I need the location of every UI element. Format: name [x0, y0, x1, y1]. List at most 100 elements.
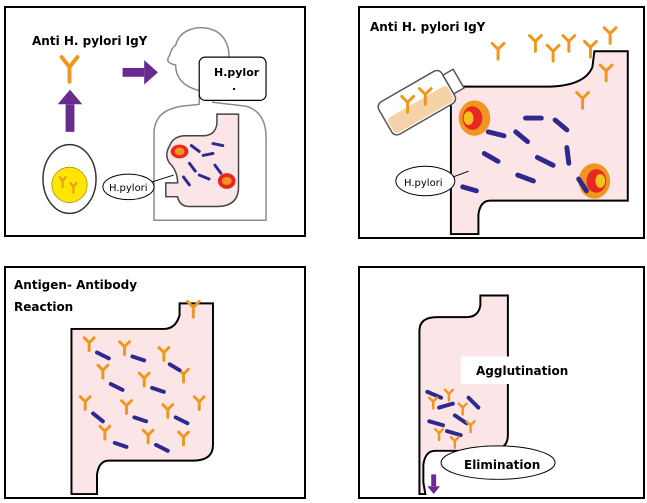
bacterium — [515, 172, 536, 184]
bacterium — [130, 354, 147, 363]
antibody-icon — [161, 403, 175, 419]
h-pylori-label: H.pylori — [109, 183, 148, 194]
bacterium — [425, 389, 444, 400]
infection-spot-icon — [170, 144, 236, 189]
antibody-icon — [457, 402, 468, 416]
bacterium — [173, 415, 190, 426]
antibody-icon — [400, 94, 416, 114]
bacterium — [513, 129, 531, 145]
bacterium — [197, 173, 211, 181]
bacterium — [167, 362, 182, 373]
bacterium — [485, 129, 507, 139]
antibody-icon — [192, 395, 206, 412]
antibody-icon — [98, 424, 112, 441]
antibody-icon — [417, 87, 433, 106]
infection-spot-icon — [458, 100, 611, 199]
agglutinated-cluster — [425, 388, 481, 450]
antibody-icon — [157, 346, 171, 362]
panel2-title: Anti H. pylori IgY — [370, 20, 486, 34]
antibody-icon — [141, 428, 155, 445]
bacterium — [108, 382, 125, 392]
panel2-illustration — [377, 26, 629, 236]
antibody-icon — [598, 63, 614, 83]
h-pylori-callout — [395, 165, 456, 197]
antibody-icon — [449, 435, 460, 450]
stomach-icon — [70, 302, 214, 496]
antibody-icon — [96, 363, 110, 380]
bacterium — [452, 413, 469, 426]
down-arrow-icon — [427, 474, 441, 495]
bacterium — [466, 395, 481, 410]
antibody-icon — [433, 427, 445, 442]
antibody-icon — [490, 41, 506, 61]
up-arrow-icon — [57, 89, 83, 132]
bacterium — [552, 117, 570, 133]
bacterium — [112, 440, 129, 449]
antibody-icon — [120, 399, 133, 415]
bacterium — [576, 176, 589, 194]
antibody-icon — [545, 43, 561, 63]
bacterium — [437, 401, 455, 410]
speech-text-line2: . — [232, 80, 237, 93]
bacterium — [182, 175, 191, 187]
h-pylori-callout — [102, 173, 155, 201]
elimination-bubble — [440, 445, 556, 480]
h-pylori-label: H.pylori — [404, 178, 443, 189]
panel-antigen-antibody-reaction: Antigen- Antibody Reaction — [4, 266, 306, 499]
speech-text-line1: H.pylor — [214, 66, 260, 79]
agglutination-box — [460, 356, 587, 384]
panel1-illustration — [42, 26, 267, 221]
panel3-title-line2: Reaction — [14, 300, 74, 314]
panel3-illustration — [70, 299, 214, 496]
panel-igy-administration: Anti H. pylori IgY H.pylor . H.pylori — [4, 6, 306, 237]
bacterium — [187, 161, 197, 173]
bottle-icon — [377, 68, 465, 136]
antibody-group — [78, 299, 206, 447]
bacterium — [154, 442, 170, 453]
bacterium — [189, 144, 201, 153]
right-arrow-icon — [122, 60, 158, 85]
panel4-illustration — [418, 294, 587, 496]
panel1-title: Anti H. pylori IgY — [32, 34, 148, 48]
elimination-label: Elimination — [464, 458, 541, 472]
antibody-icon — [575, 91, 590, 110]
bacterium — [132, 415, 149, 424]
bacterium — [564, 145, 572, 166]
antibody-icon — [78, 395, 92, 412]
panel3-title-line1: Antigen- Antibody — [14, 278, 138, 292]
antibody-icon — [465, 420, 476, 434]
egg-icon — [42, 143, 97, 215]
antibody-icon — [59, 55, 80, 84]
antibody-icon — [185, 299, 201, 319]
antibody-icon — [177, 430, 190, 447]
speech-bubble — [198, 56, 267, 101]
bacterium — [201, 151, 215, 157]
bacteria-cluster — [91, 350, 190, 453]
bacterium — [150, 385, 166, 394]
antibody-icon — [528, 34, 543, 53]
antibody-icon — [137, 371, 151, 388]
panel-agglutination-elimination: Agglutination Elimination — [358, 266, 645, 499]
bacteria-cluster — [182, 142, 225, 187]
bacterium — [481, 151, 501, 164]
bacterium — [427, 419, 445, 428]
bacterium — [95, 350, 111, 361]
antibody-icon — [583, 39, 598, 59]
bacterium — [211, 142, 225, 148]
agglutination-label: Agglutination — [476, 364, 569, 378]
antibody-icon — [428, 396, 439, 410]
bacterium — [444, 429, 463, 438]
antibody-group — [400, 26, 618, 114]
antibody-icon — [561, 34, 577, 53]
bacterium — [460, 184, 479, 194]
panel-stomach-infection: Anti H. pylori IgY H.pylori — [358, 6, 645, 239]
stomach-icon — [449, 50, 629, 236]
antibody-icon — [118, 340, 131, 356]
antibody-icon — [443, 388, 455, 402]
antibody-icon — [82, 336, 96, 353]
bacteria-cluster — [460, 115, 589, 194]
bacterium — [534, 154, 556, 168]
bacterium — [91, 411, 105, 424]
bacterium — [213, 163, 223, 175]
antibody-icon — [602, 26, 618, 45]
